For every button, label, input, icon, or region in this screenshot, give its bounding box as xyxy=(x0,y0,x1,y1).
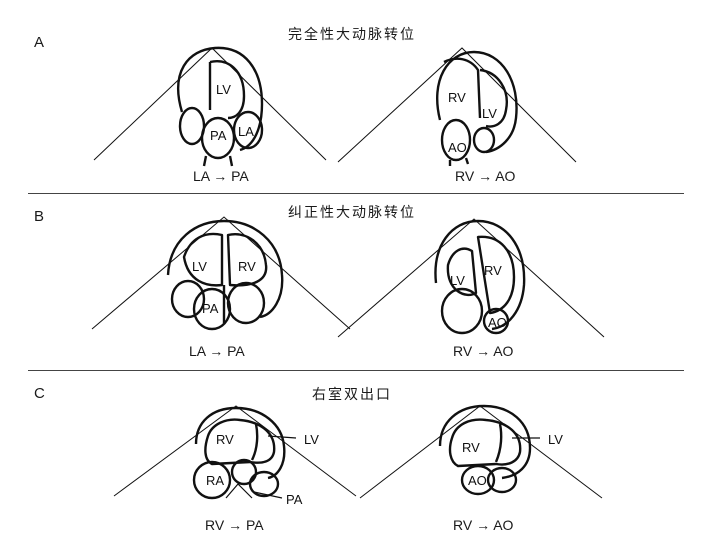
divider xyxy=(28,370,684,371)
label-lv: LV xyxy=(548,432,563,447)
label-lv: LV xyxy=(304,432,319,447)
panel-title: 右室双出口 xyxy=(312,387,392,403)
label-rv: RV xyxy=(484,263,502,278)
panel-a: A 完全性大动脉转位 LV PA LA LA → PA RV LV AO RV … xyxy=(0,0,704,195)
label-pa: PA xyxy=(202,301,219,316)
echo-view-a-right: RV LV AO xyxy=(337,47,577,166)
label-lv: LV xyxy=(450,273,465,288)
label-ao: AO xyxy=(448,140,467,155)
echo-view-b-right: LV RV AO xyxy=(337,218,605,338)
flow-label: RV → PA xyxy=(205,517,264,533)
label-ao: AO xyxy=(468,473,487,488)
panel-title: 完全性大动脉转位 xyxy=(288,27,416,43)
flow-label: RV → AO xyxy=(453,517,514,533)
echo-view-c-right: RV LV AO xyxy=(359,404,603,499)
panel-letter: B xyxy=(34,208,45,225)
panel-b: B 纠正性大动脉转位 LV RV PA LA → PA LV RV AO RV … xyxy=(0,195,704,370)
label-pa: PA xyxy=(286,492,303,507)
flow-label: LA → PA xyxy=(193,168,249,184)
label-lv: LV xyxy=(192,259,207,274)
label-pa: PA xyxy=(210,128,227,143)
label-ra: RA xyxy=(206,473,224,488)
label-lv: LV xyxy=(482,106,497,121)
panel-c: C 右室双出口 RV LV RA PA RV → PA RV LV AO RV … xyxy=(0,372,704,550)
flow-label: RV → AO xyxy=(455,168,516,184)
label-rv: RV xyxy=(462,440,480,455)
label-la: LA xyxy=(238,124,254,139)
label-ao: AO xyxy=(488,315,507,330)
echo-view-b-left: LV RV PA xyxy=(91,216,351,331)
echo-view-c-left: RV LV RA PA xyxy=(113,405,357,507)
echo-view-a-left: LV PA LA xyxy=(93,46,327,167)
divider xyxy=(28,193,684,194)
label-rv: RV xyxy=(448,90,466,105)
panel-title: 纠正性大动脉转位 xyxy=(288,205,416,221)
label-rv: RV xyxy=(216,432,234,447)
panel-letter: C xyxy=(34,385,45,402)
flow-label: RV → AO xyxy=(453,343,514,359)
flow-label: LA → PA xyxy=(189,343,245,359)
label-rv: RV xyxy=(238,259,256,274)
panel-letter: A xyxy=(34,34,45,51)
label-lv: LV xyxy=(216,82,231,97)
